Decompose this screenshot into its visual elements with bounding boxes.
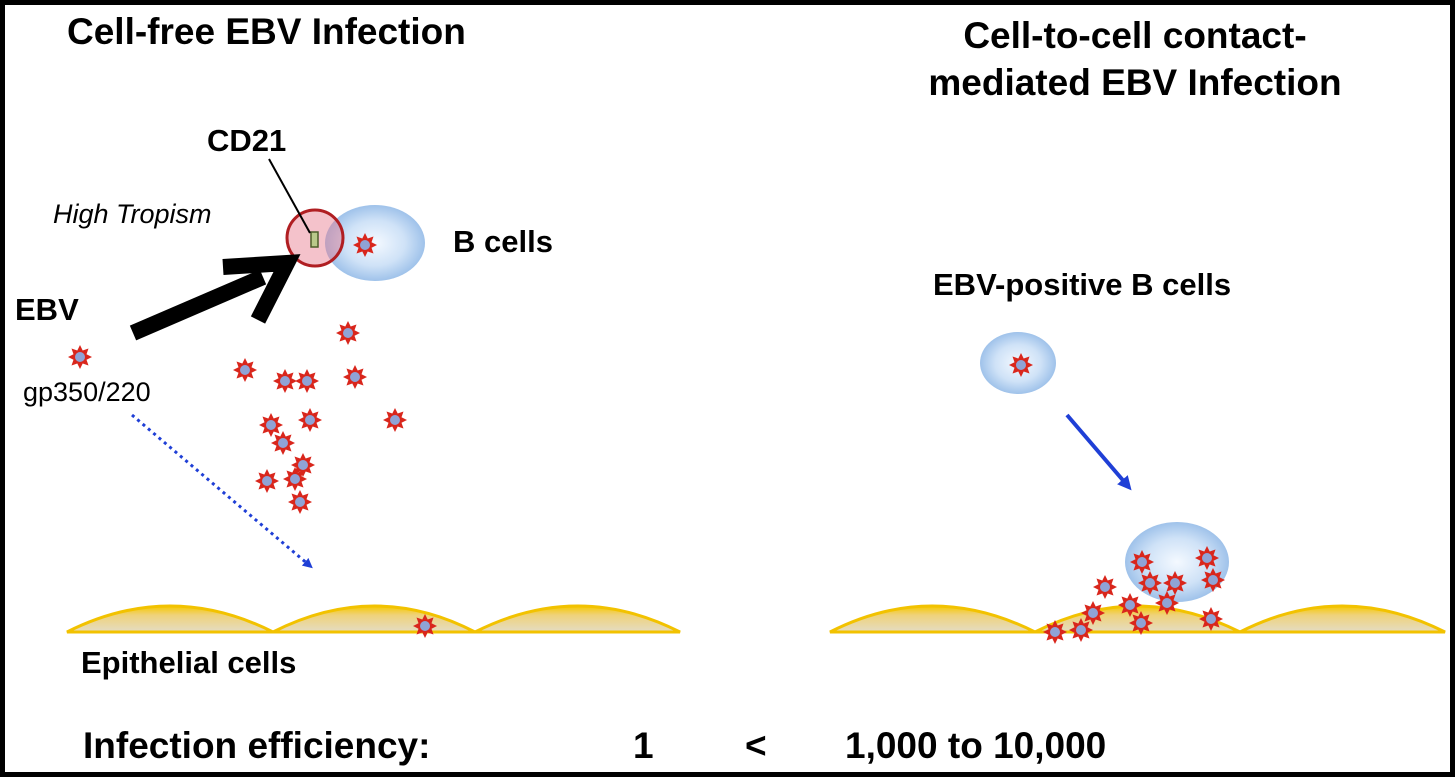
- cell-free-efficiency-value: 1: [633, 725, 654, 766]
- efficiency-comparator: <: [745, 725, 767, 766]
- ebv-virion-icon: [233, 358, 257, 382]
- epithelial-cells-label: Epithelial cells: [81, 645, 297, 680]
- diagram-canvas: Cell-free EBV Infection Cell-to-cell con…: [5, 5, 1450, 772]
- virion-group: [68, 233, 1225, 644]
- ebv-virion-icon: [288, 490, 312, 514]
- ebv-virion-icon: [298, 408, 322, 432]
- ebv-virion-icon: [1093, 575, 1117, 599]
- glycoprotein-label: gp350/220: [23, 377, 151, 407]
- ebv-virion-icon: [255, 469, 279, 493]
- b-cell: [325, 205, 425, 281]
- ebv-virion-icon: [353, 233, 377, 257]
- tropism-label: High Tropism: [53, 199, 212, 229]
- right-panel-title-line1: Cell-to-cell contact-: [963, 15, 1307, 56]
- epithelial-cell: [829, 604, 1036, 634]
- ebv-virion-icon: [271, 431, 295, 455]
- efficiency-label: Infection efficiency:: [83, 725, 431, 766]
- ebv-virion-icon: [383, 408, 407, 432]
- ebv-virion-icon: [1163, 571, 1187, 595]
- high-tropism-arrow: [129, 254, 301, 341]
- ebv-virion-icon: [295, 369, 319, 393]
- ebv-virion-icon: [1130, 550, 1154, 574]
- ebv-virion-icon: [1138, 571, 1162, 595]
- right-panel-title-line2: mediated EBV Infection: [928, 62, 1342, 103]
- ebv-virion-icon: [1043, 620, 1067, 644]
- ebv-virion-icon: [273, 369, 297, 393]
- diagram-artwork: [66, 158, 1446, 644]
- left-epithelium: [66, 604, 681, 634]
- ebv-virion-icon: [1081, 601, 1105, 625]
- cd21-pointer-line: [268, 158, 311, 234]
- epithelial-cell: [66, 604, 274, 634]
- ebv-label: EBV: [15, 292, 79, 327]
- ebv-virion-icon: [1155, 591, 1179, 615]
- ebv-virion-icon: [1069, 618, 1093, 642]
- ebv-virion-icon: [343, 365, 367, 389]
- epithelial-cell: [1239, 604, 1446, 634]
- ebv-virion-icon: [1201, 568, 1225, 592]
- ebv-virion-icon: [1129, 611, 1153, 635]
- ebv-virion-icon: [336, 321, 360, 345]
- ebv-virion-icon: [68, 345, 92, 369]
- ebv-virion-icon: [413, 614, 437, 638]
- ebv-virion-icon: [259, 413, 283, 437]
- ebv-virion-icon: [1199, 607, 1223, 631]
- ebv-virion-icon: [1009, 353, 1033, 377]
- contact-transfer-arrow: [1065, 413, 1132, 491]
- cd21-receptor-icon: [310, 231, 319, 248]
- epithelial-cell: [272, 604, 476, 634]
- b-cells-label: B cells: [453, 224, 553, 259]
- ebv-virion-icon: [283, 467, 307, 491]
- ebv-virion-icon: [1118, 593, 1142, 617]
- cd21-label: CD21: [207, 123, 287, 158]
- epithelial-cell: [474, 604, 681, 634]
- cell-to-cell-efficiency-value: 1,000 to 10,000: [845, 725, 1107, 766]
- ebv-virion-icon: [1195, 546, 1219, 570]
- ebv-virion-icon: [291, 453, 315, 477]
- right-epithelium: [829, 604, 1446, 634]
- left-panel-title: Cell-free EBV Infection: [67, 11, 466, 52]
- ebv-positive-b-cells-label: EBV-positive B cells: [933, 267, 1232, 302]
